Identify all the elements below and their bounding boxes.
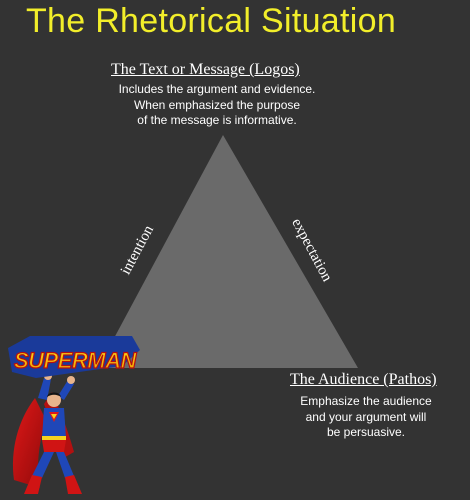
right-node-description: Emphasize the audience and your argument…: [280, 394, 452, 441]
right-node-description-line: be persuasive.: [326, 425, 406, 439]
superman-logo-text: SUPERMAN: [14, 348, 138, 373]
top-node-description: Includes the argument and evidence. When…: [92, 82, 342, 129]
diagram-title: The Rhetorical Situation: [25, 2, 397, 40]
top-node-description-line: of the message is informative.: [137, 113, 297, 127]
top-node-heading: The Text or Message (Logos): [111, 61, 300, 78]
top-node-description-line: Includes the argument and evidence.: [118, 82, 316, 96]
superman-illustration: [12, 372, 82, 494]
right-node-description-line: and your argument will: [305, 409, 427, 424]
rhetorical-triangle: [98, 135, 358, 368]
right-node-description-line: Emphasize the audience: [300, 394, 432, 408]
superman-logo: SUPERMAN: [8, 336, 140, 378]
right-node-heading: The Audience (Pathos): [290, 371, 437, 388]
top-node-description-line: When emphasized the purpose: [133, 97, 301, 112]
